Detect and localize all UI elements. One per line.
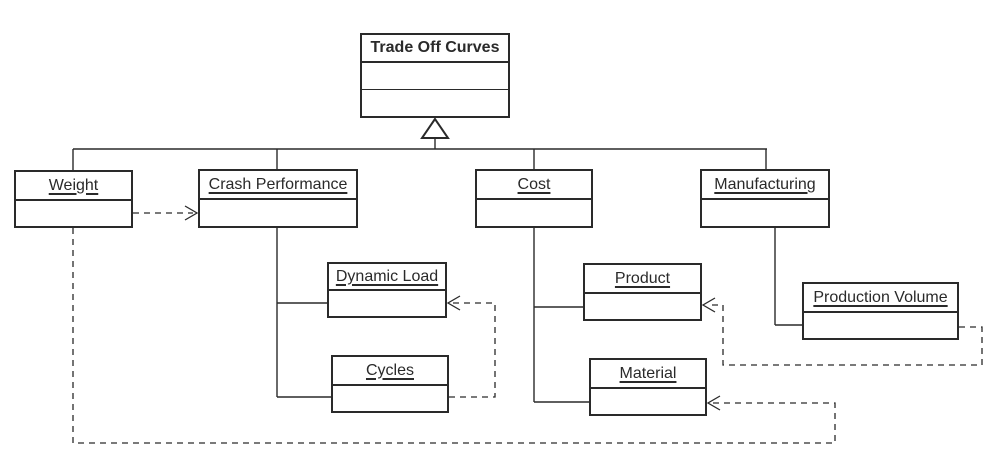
class-box-trade-off-curves[interactable]: Trade Off Curves — [360, 33, 510, 118]
open-arrowhead-icon — [706, 395, 721, 411]
class-box-material-title: Material — [591, 360, 705, 389]
dependency-cycles-to-dynamic-load — [449, 302, 496, 398]
class-box-trade-off-curves-title: Trade Off Curves — [362, 35, 508, 63]
operations-compartment — [362, 90, 508, 116]
class-label: Trade Off Curves — [370, 39, 500, 56]
generalization-tree-lines — [72, 138, 767, 170]
class-box-cost[interactable]: Cost — [475, 169, 593, 228]
class-box-cost-title: Cost — [477, 171, 591, 200]
class-box-production-volume[interactable]: Production Volume — [802, 282, 959, 340]
class-box-dynamic-load[interactable]: Dynamic Load — [327, 262, 447, 318]
open-arrowhead-icon — [184, 205, 199, 221]
attributes-compartment — [329, 291, 445, 316]
class-label: Crash Performance — [208, 175, 348, 193]
class-box-weight[interactable]: Weight — [14, 170, 133, 228]
attributes-compartment — [362, 63, 508, 90]
class-label: Cycles — [365, 361, 414, 379]
dependency-production-volume-to-product — [707, 304, 983, 366]
open-arrowhead-icon — [701, 297, 716, 313]
class-label: Cost — [517, 175, 551, 193]
cost-subtree-lines — [533, 228, 589, 403]
attributes-compartment — [585, 294, 700, 319]
class-box-manufacturing[interactable]: Manufacturing — [700, 169, 830, 228]
attributes-compartment — [16, 201, 131, 226]
class-label: Production Volume — [813, 288, 948, 306]
attributes-compartment — [702, 200, 828, 226]
class-box-product[interactable]: Product — [583, 263, 702, 321]
class-box-crash-performance-title: Crash Performance — [200, 171, 356, 200]
attributes-compartment — [804, 313, 957, 338]
class-box-product-title: Product — [585, 265, 700, 294]
generalization-triangle-icon — [420, 117, 450, 139]
crash-performance-subtree-lines — [276, 228, 331, 398]
attributes-compartment — [200, 200, 356, 226]
class-box-dynamic-load-title: Dynamic Load — [329, 264, 445, 291]
class-label: Manufacturing — [714, 175, 816, 193]
class-box-crash-performance[interactable]: Crash Performance — [198, 169, 358, 228]
class-box-material[interactable]: Material — [589, 358, 707, 416]
class-box-weight-title: Weight — [16, 172, 131, 201]
attributes-compartment — [591, 389, 705, 414]
manufacturing-subtree-lines — [774, 228, 802, 326]
class-box-cycles-title: Cycles — [333, 357, 447, 386]
class-label: Material — [619, 364, 677, 382]
open-arrowhead-icon — [446, 295, 461, 311]
class-box-cycles[interactable]: Cycles — [331, 355, 449, 413]
class-box-manufacturing-title: Manufacturing — [702, 171, 828, 200]
class-label: Product — [614, 269, 671, 287]
class-box-production-volume-title: Production Volume — [804, 284, 957, 313]
dependency-weight-to-material — [72, 228, 836, 444]
class-label: Weight — [48, 176, 99, 194]
attributes-compartment — [333, 386, 447, 411]
attributes-compartment — [477, 200, 591, 226]
class-label: Dynamic Load — [335, 267, 439, 285]
